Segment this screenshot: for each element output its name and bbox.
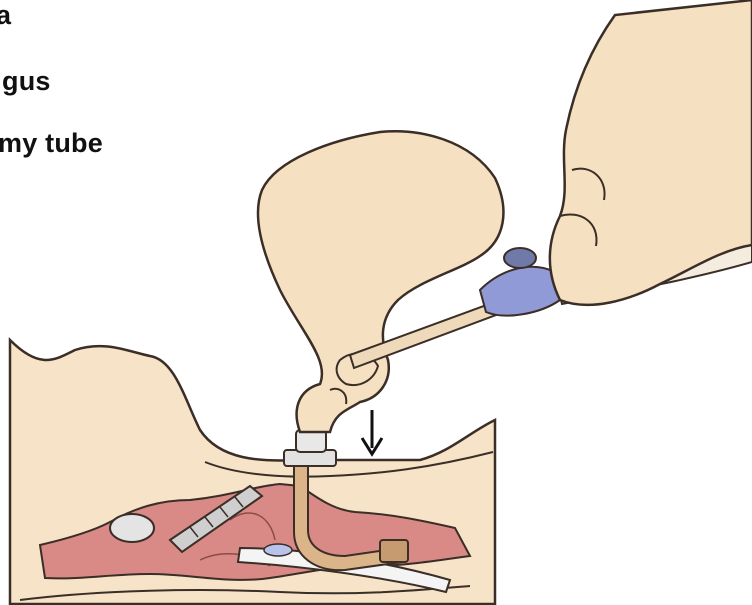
internal-bolster — [110, 514, 154, 542]
label-line-3: my tube — [0, 128, 103, 159]
label-line-1: a — [0, 0, 11, 31]
down-arrow-icon — [362, 410, 382, 454]
syringe-cap — [504, 248, 536, 268]
inner-catheter-tip — [264, 544, 292, 556]
bumper-collar — [296, 430, 326, 452]
syringe-connector — [480, 267, 560, 316]
lower-hand — [258, 131, 503, 432]
label-line-2: gus — [2, 66, 51, 97]
tube-tip — [380, 540, 408, 562]
